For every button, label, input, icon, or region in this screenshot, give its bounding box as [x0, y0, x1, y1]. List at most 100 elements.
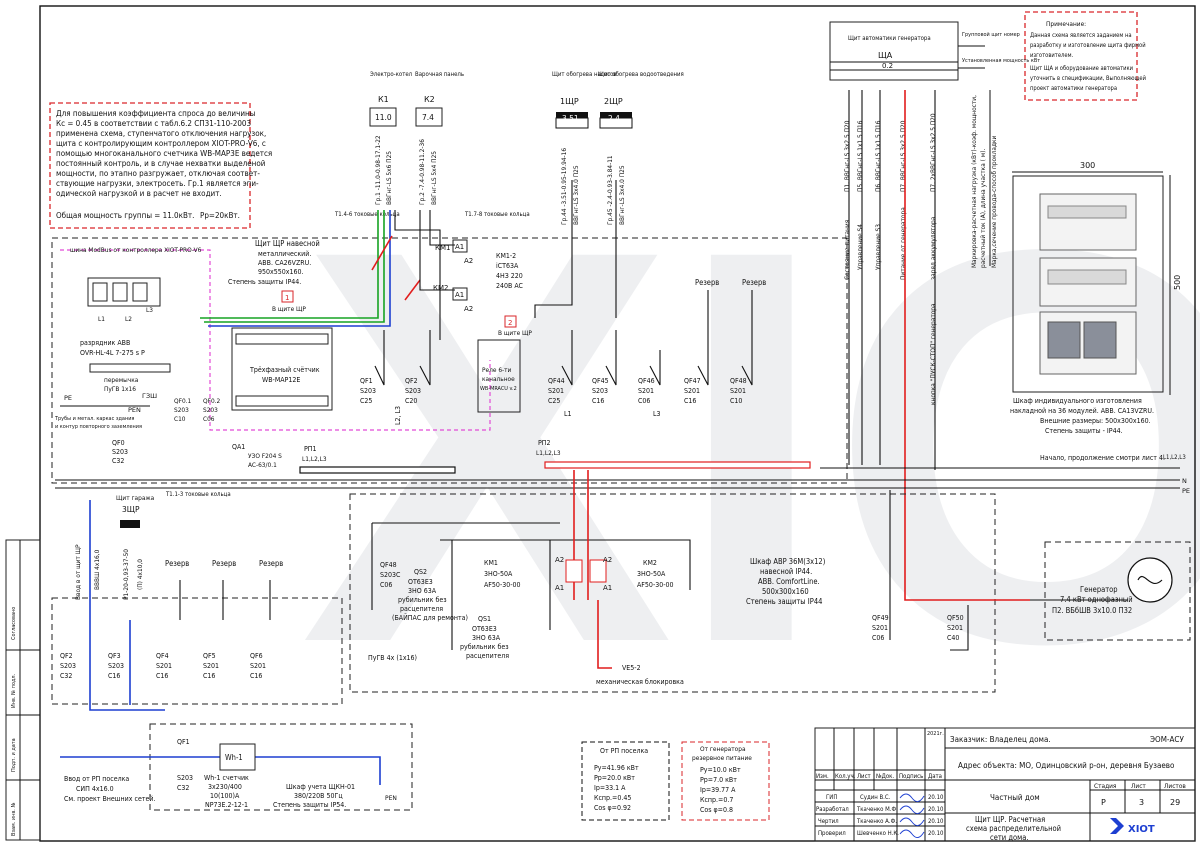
bottom-breakers: Резерв Резерв Резерв QF2 S203 C32 QF3 S2…	[60, 500, 283, 711]
breaker-qf47: QF47 S201 C16	[684, 290, 709, 405]
breaker-qf45: QF45 S203 C16	[592, 330, 617, 405]
svg-text:А2: А2	[603, 556, 612, 564]
svg-text:Т1.7-8 токовые кольца: Т1.7-8 токовые кольца	[464, 211, 530, 218]
svg-text:C20: C20	[405, 397, 417, 405]
svg-text:L2: L2	[125, 315, 132, 323]
svg-text:A1: A1	[455, 243, 464, 251]
svg-text:QF45: QF45	[592, 377, 609, 385]
svg-text:C10: C10	[730, 397, 742, 405]
svg-text:Судин В.С.: Судин В.С.	[860, 794, 891, 801]
svg-text:Резерв: Резерв	[165, 559, 189, 568]
svg-text:ствующие нагрузки, электросеть: ствующие нагрузки, электросеть. Гр.1 явл…	[56, 179, 259, 188]
svg-text:Щит обогрева насосов: Щит обогрева насосов	[552, 71, 617, 78]
svg-text:2ЩР: 2ЩР	[604, 97, 623, 106]
svg-text:7.4: 7.4	[422, 113, 434, 122]
svg-text:проект автоматики генератора: проект автоматики генератора	[1030, 86, 1117, 92]
svg-text:ВВГнг-LS 5х4 П25: ВВГнг-LS 5х4 П25	[430, 151, 438, 205]
calc-rp: От РП поселка Ру=41.96 кВт Рр=20.0 кВт I…	[581, 741, 670, 821]
svg-text:навесной IP44.: навесной IP44.	[760, 567, 812, 576]
svg-text:L3: L3	[653, 410, 661, 418]
svg-text:Wh-1: Wh-1	[225, 753, 243, 762]
svg-text:Кс = 0.45 в соответствии с таб: Кс = 0.45 в соответствии с табл.6.2 СП31…	[56, 118, 251, 128]
svg-text:QF3: QF3	[108, 652, 121, 660]
modbus-line: шина ModBus от контроллера XIOT-PRO-V6	[60, 246, 491, 431]
relay-wb-mracu: 2 В щите ЩР Реле 6-ти канальное WB-MRACU…	[477, 315, 532, 413]
svg-text:C32: C32	[60, 672, 72, 680]
svg-text:300: 300	[1080, 161, 1095, 170]
svg-text:Рр=20.0 кВт: Рр=20.0 кВт	[594, 774, 635, 782]
svg-text:КМ2: КМ2	[643, 559, 657, 567]
svg-text:10(100)А: 10(100)А	[210, 792, 240, 800]
svg-text:PEN: PEN	[128, 406, 141, 414]
svg-text:QF44: QF44	[548, 377, 565, 385]
svg-text:Гр.2 -7.4-0.98-11.2-36: Гр.2 -7.4-0.98-11.2-36	[418, 139, 426, 205]
svg-text:Лист: Лист	[1131, 782, 1146, 790]
meter-cabinet-outline	[149, 723, 413, 811]
svg-text:схема распределительной: схема распределительной	[966, 824, 1061, 833]
svg-text:Гр.44 -3.51-0.95-19.94-16: Гр.44 -3.51-0.95-19.94-16	[560, 148, 568, 225]
svg-text:Щит ЩР. Расчетная: Щит ЩР. Расчетная	[975, 815, 1045, 824]
svg-text:QF0.2: QF0.2	[203, 397, 221, 405]
svg-text:AF50-30-00: AF50-30-00	[484, 581, 521, 589]
svg-text:QF0: QF0	[112, 439, 125, 447]
svg-text:QF2: QF2	[405, 377, 418, 385]
breaker-qf1: QF1 S203 C25	[360, 330, 385, 405]
svg-text:Изм.: Изм.	[816, 773, 829, 780]
svg-text:Подпись: Подпись	[899, 773, 923, 780]
svg-text:ГИП: ГИП	[826, 794, 837, 801]
svg-text:ВВВШ 4х16,0: ВВВШ 4х16,0	[93, 549, 101, 590]
svg-text:OVR-HL-4L 7-275 s P: OVR-HL-4L 7-275 s P	[80, 349, 145, 357]
svg-text:П5. ВВГнг-LS 1х1.5 П16: П5. ВВГнг-LS 1х1.5 П16	[856, 120, 864, 192]
svg-text:Управление S4: Управление S4	[856, 224, 864, 270]
generator: Генератор 7.4 кВт однофазный П2. ВБбШВ 3…	[1030, 557, 1173, 615]
svg-text:L1,L2,L3: L1,L2,L3	[302, 455, 327, 463]
svg-text:Взам. инв. №: Взам. инв. №	[11, 802, 17, 836]
svg-text:Шкаф учета ЩКН-01: Шкаф учета ЩКН-01	[286, 783, 355, 791]
svg-text:QF48: QF48	[380, 561, 397, 569]
svg-text:380/220В 50Гц: 380/220В 50Гц	[294, 792, 343, 800]
svg-text:помощью многоканального счетчи: помощью многоканального счетчика WB-MAP3…	[56, 149, 272, 158]
svg-text:Резерв: Резерв	[742, 278, 766, 287]
svg-text:КМ2: КМ2	[433, 284, 448, 292]
svg-text:3НО 63А: 3НО 63А	[472, 634, 501, 642]
svg-text:20.10: 20.10	[928, 806, 944, 813]
svg-text:Кспр.=0.45: Кспр.=0.45	[594, 794, 631, 802]
svg-text:3ЩР: 3ЩР	[122, 505, 140, 514]
svg-text:PEN: PEN	[385, 795, 397, 802]
svg-text:кнопка "ПУСК-СТОП" генератора: кнопка "ПУСК-СТОП" генератора	[929, 303, 937, 405]
svg-text:NP73E.2-12-1: NP73E.2-12-1	[205, 801, 248, 809]
svg-text:OT63E3: OT63E3	[408, 578, 433, 586]
svg-text:Генератор: Генератор	[1080, 585, 1118, 594]
svg-text:От генератора: От генератора	[700, 745, 746, 753]
svg-text:WB-MAP12E: WB-MAP12E	[262, 376, 300, 384]
svg-text:Cos φ=0.92: Cos φ=0.92	[594, 804, 631, 812]
svg-text:A2: A2	[464, 257, 473, 265]
bottom-panel-outline	[51, 597, 343, 705]
svg-text:В щите ЩР: В щите ЩР	[272, 305, 306, 313]
svg-text:расцепителя: расцепителя	[466, 652, 509, 660]
svg-text:Щит автоматики генератора: Щит автоматики генератора	[848, 35, 931, 42]
svg-text:мощности, по этапно разгружает: мощности, по этапно разгружает, отключая…	[56, 169, 260, 178]
svg-text:Подп. и дата: Подп. и дата	[11, 738, 17, 772]
svg-text:Р1-20-0,93-37-50: Р1-20-0,93-37-50	[122, 549, 130, 600]
svg-text:Кспр.=0.7: Кспр.=0.7	[700, 796, 733, 804]
svg-text:Маркировка-расчетная нагрузка: Маркировка-расчетная нагрузка (кВт)-коэф…	[970, 95, 978, 268]
svg-text:L1: L1	[564, 410, 572, 418]
svg-text:S201: S201	[684, 387, 700, 395]
svg-text:QF0.1: QF0.1	[174, 397, 192, 405]
svg-text:Степень защиты IP54.: Степень защиты IP54.	[273, 801, 346, 809]
svg-text:Дата: Дата	[928, 773, 942, 780]
avr-cabinet: QF48 S203C C06 QS2 OT63E3 3НО 63А рубиль…	[368, 470, 1030, 686]
sheet-frame	[39, 5, 1196, 842]
svg-text:Степень защиты IP44: Степень защиты IP44	[746, 597, 822, 606]
svg-text:К2: К2	[424, 95, 435, 104]
svg-text:Шкаф индивидуального изготовле: Шкаф индивидуального изготовления	[1013, 397, 1142, 405]
svg-text:A1: A1	[455, 291, 464, 299]
note-left: Для повышения коэффициента спроса до вел…	[49, 102, 272, 229]
svg-text:ABB. ComfortLine.: ABB. ComfortLine.	[758, 577, 820, 586]
svg-text:Щит гаража: Щит гаража	[116, 494, 155, 502]
svg-text:Т1.1-3 токовые кольца: Т1.1-3 токовые кольца	[165, 491, 231, 498]
svg-text:S201: S201	[203, 662, 219, 670]
svg-text:канальное: канальное	[482, 375, 515, 383]
cables-top	[200, 90, 936, 510]
